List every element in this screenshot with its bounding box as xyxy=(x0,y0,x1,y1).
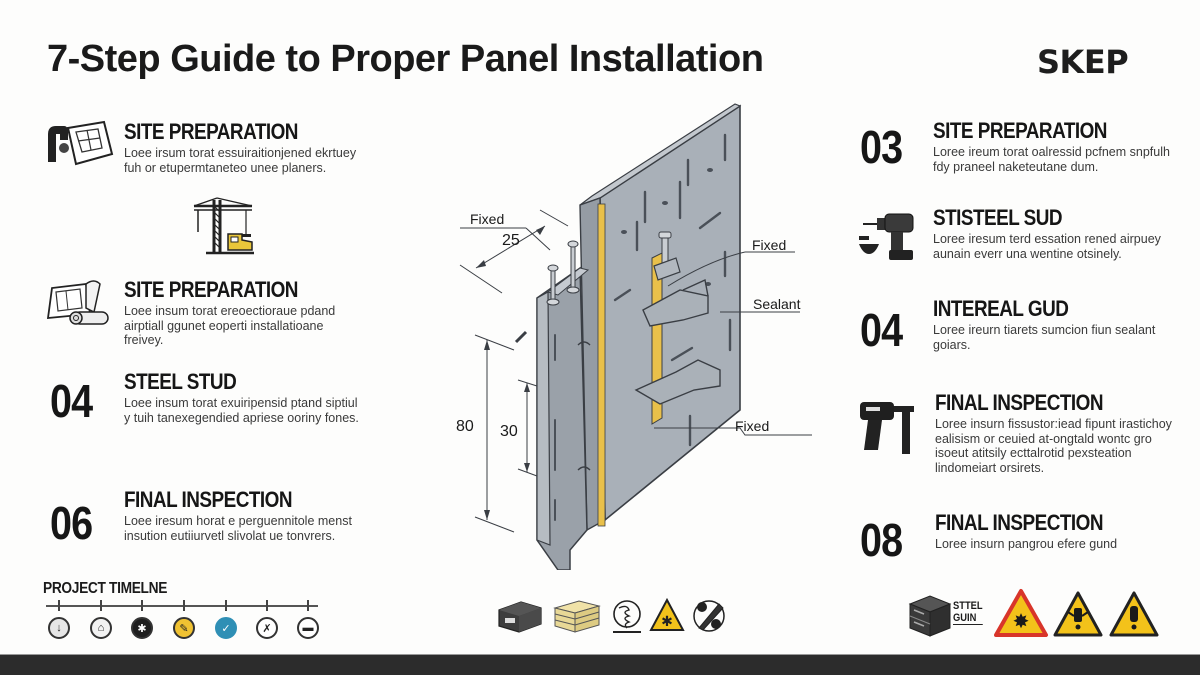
hand-hazard-warning-icon xyxy=(1052,590,1104,643)
steel-gun-label-line1: STTEL xyxy=(953,600,983,612)
timeline-title: PROJECT TIMELNE xyxy=(43,580,168,597)
svg-text:✸: ✸ xyxy=(1013,609,1030,633)
step-description: Loree ireum torat oalressid pcfnem snpfu… xyxy=(933,145,1170,174)
step-heading: FINAL INSPECTION xyxy=(935,510,1104,535)
step-heading: FINAL INSPECTION xyxy=(124,487,293,512)
left-step-1: SITE PREPARATION Loee irsum torat essuir… xyxy=(124,120,364,175)
timeline-tick xyxy=(266,600,268,611)
timeline-tick xyxy=(141,600,143,611)
step-description: Loree iresum terd essation rened airpuey… xyxy=(933,232,1161,261)
step-description: Loree ireurn tiarets sumcion fiun sealan… xyxy=(933,323,1156,352)
label-dimension-80: 80 xyxy=(456,418,474,435)
label-dimension-25: 25 xyxy=(502,232,520,249)
timeline-tick xyxy=(100,600,102,611)
step-number: 03 xyxy=(860,121,903,173)
timeline-tick xyxy=(225,600,227,611)
left-step-3: STEEL STUD Loee insum torat exuiripensid… xyxy=(124,370,364,425)
toolbox-icon[interactable]: ▬ xyxy=(297,617,319,639)
label-sealant: Sealant xyxy=(753,296,801,312)
right-step-5: FINAL INSPECTION Loree insurn pangrou ef… xyxy=(935,511,1175,552)
step-heading: STEEL STUD xyxy=(124,369,237,394)
step-number: 04 xyxy=(50,375,93,427)
explosion-warning-icon: ✸ xyxy=(993,588,1049,643)
drill-icon xyxy=(857,210,919,267)
bottom-bar xyxy=(0,654,1200,675)
timeline-tick xyxy=(58,600,60,611)
panel-installation-diagram xyxy=(440,100,840,575)
step-heading: SITE PREPARATION xyxy=(124,277,298,302)
step-number: 06 xyxy=(50,497,93,549)
svg-text:✱: ✱ xyxy=(661,614,673,630)
blueprint-icon xyxy=(42,120,114,175)
page-title: 7-Step Guide to Proper Panel Installatio… xyxy=(47,38,764,80)
step-description: Loree insurn fissustor:iead fipunt irast… xyxy=(935,417,1172,475)
spring-icon xyxy=(609,598,645,639)
steel-box-icon xyxy=(906,592,952,643)
step-description: Loee insum torat exuiripensid ptand sipt… xyxy=(124,396,359,425)
rolled-plans-icon xyxy=(46,278,112,333)
tool-icon[interactable]: ✎ xyxy=(173,617,195,639)
timeline-tick xyxy=(183,600,185,611)
brand-logo: SKEP xyxy=(1037,43,1129,81)
marker-glyph: ▬ xyxy=(302,622,314,634)
step-heading: FINAL INSPECTION xyxy=(935,390,1104,415)
left-step-4: FINAL INSPECTION Loee iresum horat e per… xyxy=(124,488,364,543)
marker-glyph: ↓ xyxy=(56,622,62,634)
step-number: 08 xyxy=(860,514,903,566)
label-fixed-bottom: Fixed xyxy=(735,418,770,434)
right-step-3: INTEREAL GUD Loree ireurn tiarets sumcio… xyxy=(933,297,1173,352)
download-icon[interactable]: ↓ xyxy=(48,617,70,639)
step-heading: SITE PREPARATION xyxy=(124,119,298,144)
hammer-icon[interactable]: ✗ xyxy=(256,617,278,639)
marker-glyph: ✓ xyxy=(221,622,231,635)
timeline-line xyxy=(46,605,318,607)
right-step-1: SITE PREPARATION Loree ireum torat oalre… xyxy=(933,119,1173,174)
marker-glyph: ⌂ xyxy=(97,622,105,634)
electric-hazard-warning-icon xyxy=(1108,590,1160,643)
label-dimension-30: 30 xyxy=(500,423,518,440)
label-fixed-right: Fixed xyxy=(752,237,787,253)
step-description: Loee insum torat ereoectioraue pdand air… xyxy=(124,304,336,347)
right-step-2: STISTEEL SUD Loree iresum terd essation … xyxy=(933,206,1173,261)
step-heading: STISTEEL SUD xyxy=(933,205,1063,230)
box-icon xyxy=(497,598,543,639)
crane-truck-icon xyxy=(192,196,262,261)
marker-glyph: ✎ xyxy=(179,622,189,635)
label-fixed-top-left: Fixed xyxy=(470,211,505,227)
nail-gun-icon xyxy=(858,398,918,463)
right-step-4: FINAL INSPECTION Loree insurn fissustor:… xyxy=(935,391,1175,475)
marker-glyph: ✗ xyxy=(262,622,272,635)
timeline-tick xyxy=(307,600,309,611)
marker-glyph: ✱ xyxy=(137,622,147,635)
step-description: Loee irsum torat essuiraitionjened ekrtu… xyxy=(124,146,357,175)
step-heading: SITE PREPARATION xyxy=(933,118,1107,143)
step-description: Loree insurn pangrou efere gund xyxy=(935,537,1118,551)
house-icon[interactable]: ⌂ xyxy=(90,617,112,639)
left-step-2: SITE PREPARATION Loee insum torat ereoec… xyxy=(124,278,364,348)
steel-gun-label-line2: GUIN xyxy=(953,612,983,625)
pencil-tools-icon xyxy=(691,598,727,639)
insulation-stack-icon xyxy=(553,598,601,639)
check-icon[interactable]: ✓ xyxy=(215,617,237,639)
step-description: Loee iresum horat e perguennitole menst … xyxy=(124,514,352,543)
steel-gun-label: STTEL GUIN xyxy=(953,600,983,625)
step-heading: INTEREAL GUD xyxy=(933,296,1069,321)
worker-icon[interactable]: ✱ xyxy=(131,617,153,639)
step-number: 04 xyxy=(860,304,903,356)
hazard-warning-icon: ✱ xyxy=(649,597,685,637)
